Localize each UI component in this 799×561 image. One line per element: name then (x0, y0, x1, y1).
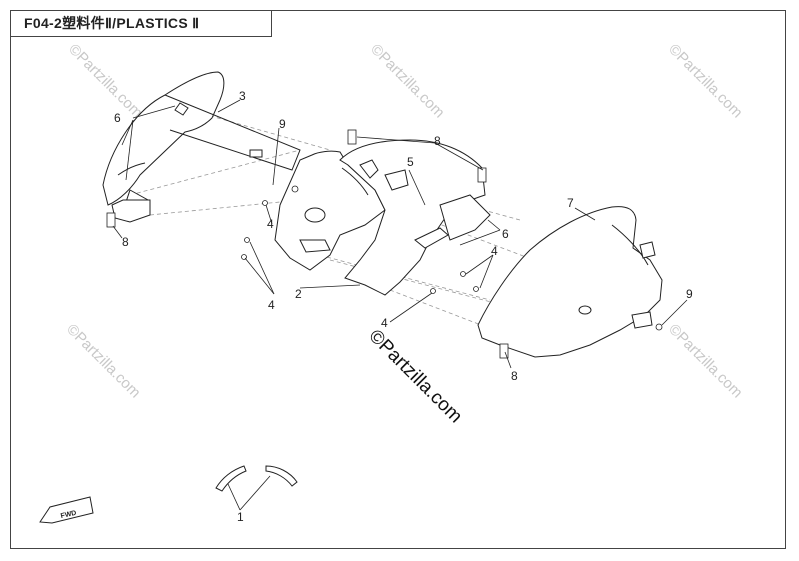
bolt-4f (430, 288, 436, 294)
callout-4-center: 4 (381, 316, 388, 330)
callout-8-left: 8 (122, 235, 129, 249)
callout-6-left: 6 (114, 111, 121, 125)
bolt-9-right (655, 323, 663, 331)
part-1-trim-strips (215, 465, 298, 492)
callout-4-right: 4 (491, 244, 498, 258)
clip-8-bottom (499, 343, 509, 359)
watermark-top-center: ©Partzilla.com (367, 41, 448, 122)
fwd-arrow-icon: FWD (39, 496, 94, 524)
watermark-center: ©Partzilla.com (364, 326, 466, 428)
part-7-right-panel (477, 206, 663, 358)
callout-labels: 6 3 9 8 4 2 4 8 5 6 4 4 7 9 8 1 (114, 89, 693, 524)
callout-6-right: 6 (502, 227, 509, 241)
watermark-bottom-right: ©Partzilla.com (665, 321, 746, 402)
bolt-4d (460, 271, 466, 277)
callout-9-right: 9 (686, 287, 693, 301)
bolt-9-left (291, 185, 299, 193)
fwd-label: FWD (60, 510, 77, 520)
callout-3: 3 (239, 89, 246, 103)
bolt-4a (244, 237, 250, 243)
diagram-frame (10, 10, 786, 549)
clip-8-left (106, 212, 116, 228)
callout-8-top: 8 (434, 134, 441, 148)
part-2-inner-panel (274, 150, 386, 271)
callout-9-left: 9 (279, 117, 286, 131)
callout-5: 5 (407, 155, 414, 169)
callout-4-bottom-left: 4 (268, 298, 275, 312)
callout-1: 1 (237, 510, 244, 524)
callout-8-bottom: 8 (511, 369, 518, 383)
watermark-top-right: ©Partzilla.com (665, 41, 746, 122)
fastener-group (106, 129, 663, 359)
leader-lines (112, 99, 688, 511)
callout-7: 7 (567, 196, 574, 210)
diagram-title: F04-2塑料件Ⅱ/PLASTICS Ⅱ (10, 10, 272, 37)
part-5-center-panel (339, 139, 491, 296)
callout-4-mid-left: 4 (267, 217, 274, 231)
clip-8-right (477, 167, 487, 183)
watermark-bottom-left: ©Partzilla.com (63, 321, 144, 402)
bolt-4e (473, 286, 479, 292)
watermark-top-left: ©Partzilla.com (65, 41, 146, 122)
callout-2: 2 (295, 287, 302, 301)
bolt-4c (262, 200, 268, 206)
part-3-front-panel (102, 71, 301, 223)
clip-8-top (347, 129, 357, 145)
